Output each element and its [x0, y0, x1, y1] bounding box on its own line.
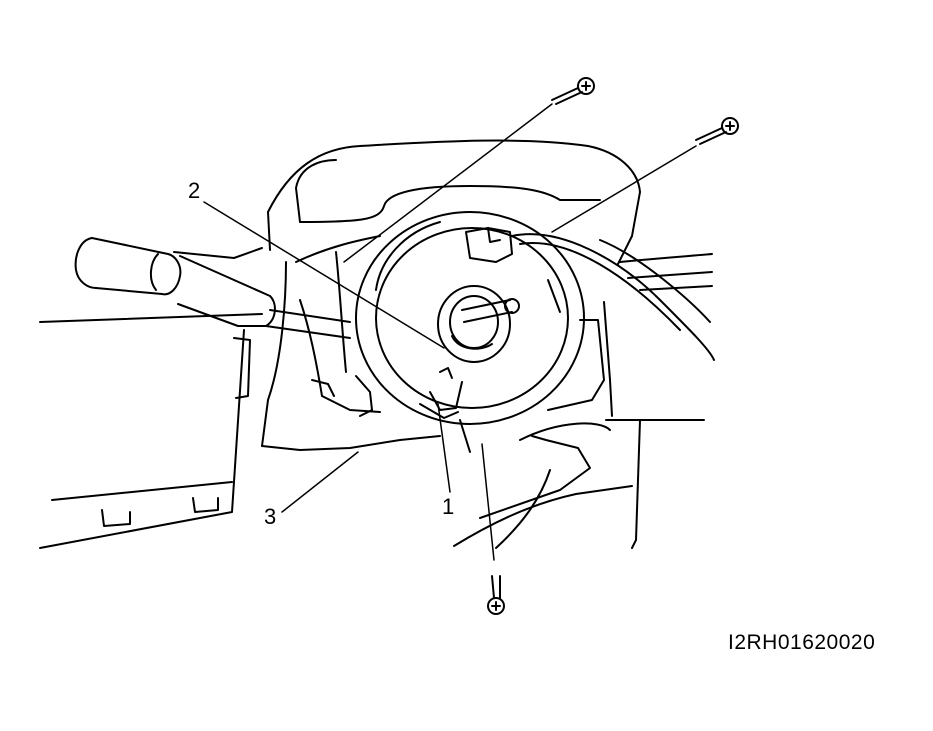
instrument-panel — [40, 314, 262, 548]
screw-guide-lines — [344, 104, 696, 560]
column-cover-lower — [262, 236, 604, 450]
screw-top-right — [696, 118, 738, 144]
callout-1: 1 — [442, 494, 455, 519]
leader-line-2 — [204, 202, 444, 348]
screw-bottom — [488, 576, 504, 614]
column-base — [454, 254, 712, 548]
callout-2: 2 — [188, 178, 201, 203]
column-cover-upper — [268, 141, 640, 264]
multifunction-lever — [76, 238, 350, 338]
callout-3: 3 — [264, 504, 277, 529]
wiring-harness — [466, 228, 714, 360]
screw-top-left — [552, 78, 594, 104]
steering-shaft — [438, 286, 519, 362]
figure-code: I2RH01620020 — [728, 631, 876, 654]
leader-line-1 — [438, 404, 450, 492]
leader-line-3 — [282, 452, 358, 512]
leader-lines — [204, 202, 450, 512]
clock-spring — [356, 212, 584, 452]
